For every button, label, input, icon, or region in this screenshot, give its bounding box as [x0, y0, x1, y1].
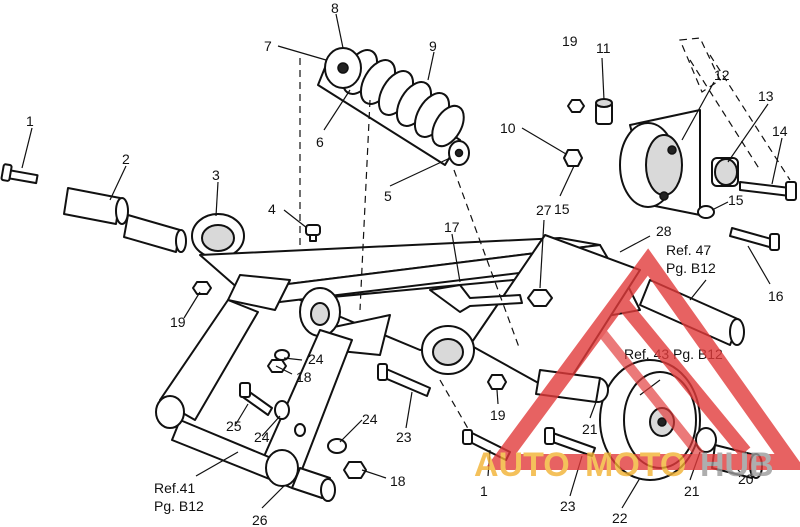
rivet-4: [305, 224, 321, 242]
bolt-14: [739, 181, 797, 201]
callout-21a: 21: [582, 421, 598, 437]
callout-28: 28: [656, 223, 672, 239]
mount-bracket-12: [619, 109, 701, 216]
callout-6: 6: [316, 134, 324, 150]
callout-8: 8: [331, 0, 339, 16]
callout-22: 22: [612, 510, 628, 526]
callout-13: 13: [758, 88, 774, 104]
leader-lines: [21, 13, 783, 509]
automotohub-watermark: AUTO MOTO HUB: [474, 248, 800, 484]
callout-19b: 19: [170, 314, 186, 330]
axle-bolt-1: [0, 163, 39, 185]
callout-labels: 1 2 3 4 5 6 7 8 9 10 11 12 13 14 15 15 1…: [26, 0, 788, 527]
callout-27: 27: [536, 202, 552, 218]
callout-5: 5: [384, 188, 392, 204]
watermark-moto: MOTO: [585, 446, 686, 484]
callout-23b: 23: [560, 498, 576, 514]
suspension-frame: [199, 234, 641, 396]
callout-19c: 19: [490, 407, 506, 423]
watermark-hub: HUB: [700, 446, 774, 484]
shock-absorber: [317, 47, 470, 166]
bushing-3: [191, 213, 245, 259]
bolt-23-upper: [377, 363, 431, 397]
callout-15b: 15: [728, 192, 744, 208]
callout-24b: 24: [254, 429, 270, 445]
callout-20: 20: [738, 471, 754, 487]
axle-tube-2: [63, 187, 187, 253]
callout-1: 1: [26, 113, 34, 129]
callout-19a: 19: [562, 33, 578, 49]
nut-10: [563, 149, 583, 167]
bolt-25: [239, 382, 273, 416]
ref-47-line1: Ref. 47: [666, 242, 711, 258]
bolt-16: [729, 227, 780, 251]
callout-12: 12: [714, 67, 730, 83]
callout-24a: 24: [308, 351, 324, 367]
callout-9: 9: [429, 38, 437, 54]
callout-10: 10: [500, 120, 516, 136]
ref-41-line1: Ref.41: [154, 480, 195, 496]
callout-7: 7: [264, 38, 272, 54]
spacer-11: [595, 98, 613, 125]
callout-4: 4: [268, 201, 276, 217]
callout-26: 26: [252, 512, 268, 527]
callout-3: 3: [212, 167, 220, 183]
callout-14: 14: [772, 123, 788, 139]
nut-27: [527, 289, 553, 307]
callout-2: 2: [122, 151, 130, 167]
left-swing-arm: [155, 299, 353, 502]
callout-15a: 15: [554, 201, 570, 217]
watermark-triangle-logo: [484, 248, 800, 470]
callout-24c: 24: [362, 411, 378, 427]
pin-17: [429, 284, 523, 313]
washer-15: [697, 205, 715, 219]
callout-1b: 1: [480, 483, 488, 499]
callout-23a: 23: [396, 429, 412, 445]
top-mount-outline: [679, 37, 791, 181]
bolt-23-lower: [544, 427, 596, 457]
idler-wheel-22: [599, 359, 701, 481]
callout-17: 17: [444, 219, 460, 235]
callout-21b: 21: [684, 483, 700, 499]
watermark-auto: AUTO: [474, 446, 570, 484]
callout-11: 11: [596, 40, 611, 56]
callout-18a: 18: [296, 369, 312, 385]
spacer-13: [711, 157, 739, 187]
callout-18b: 18: [390, 473, 406, 489]
nut-19-top: [567, 99, 585, 113]
ref-47-line2: Pg. B12: [666, 260, 716, 276]
small-hardware: [192, 281, 507, 479]
ref-43: Ref. 43 Pg. B12: [624, 346, 723, 362]
callout-16: 16: [768, 288, 784, 304]
callout-25: 25: [226, 418, 242, 434]
ref-41-line2: Pg. B12: [154, 498, 204, 514]
